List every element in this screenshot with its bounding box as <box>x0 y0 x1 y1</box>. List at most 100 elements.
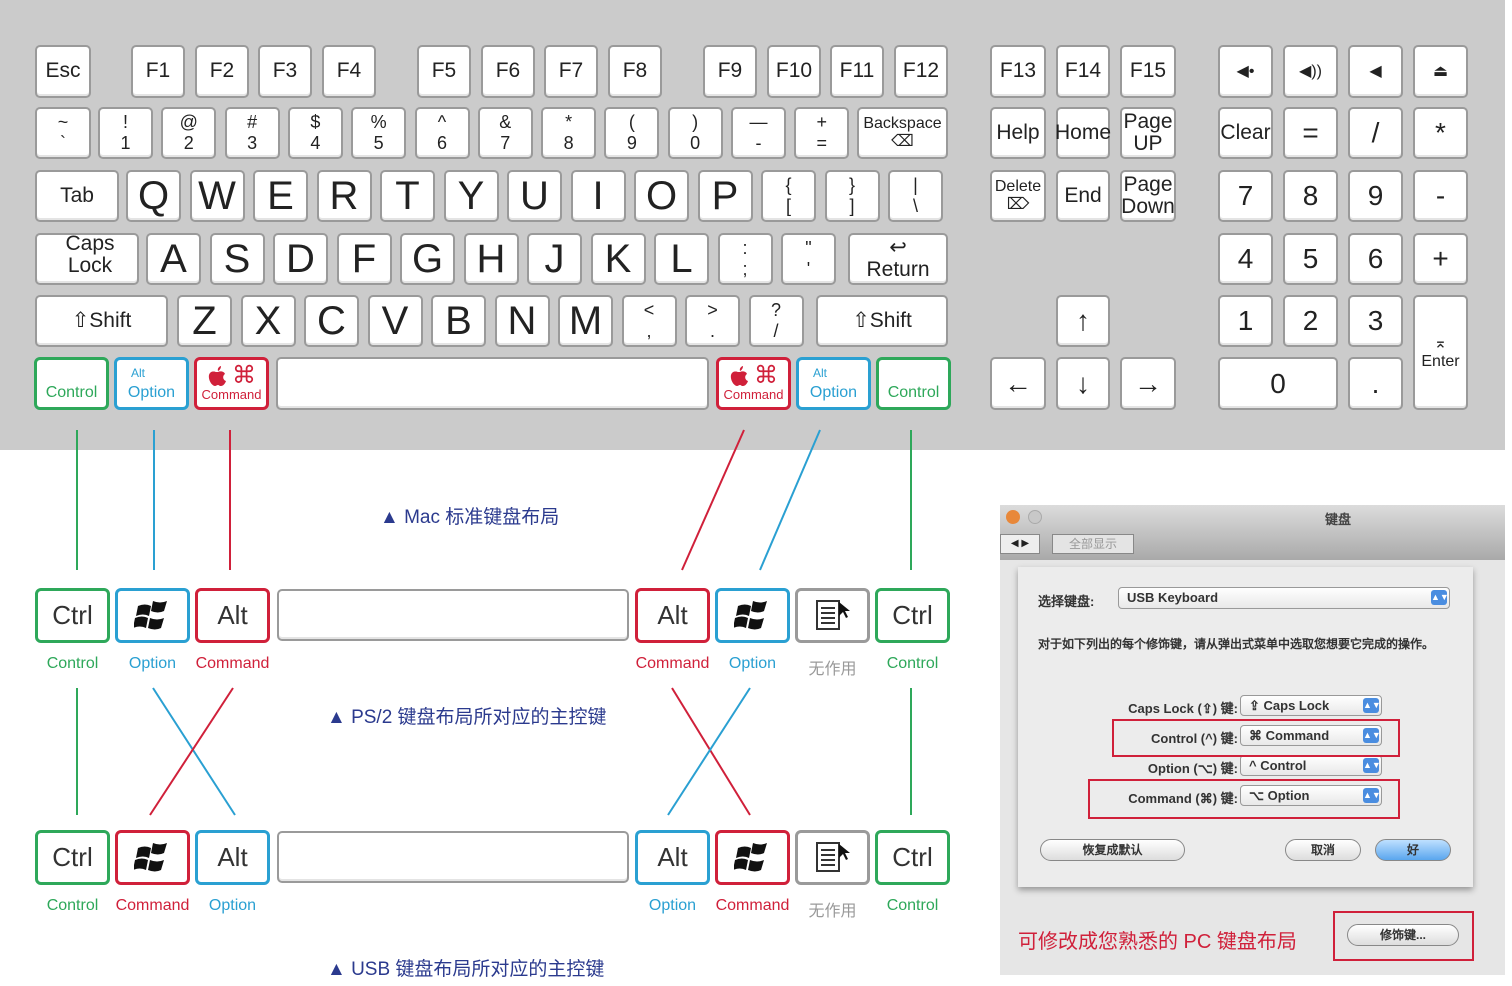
key--[interactable]: ← <box>990 357 1046 410</box>
key-Tab[interactable]: Tab <box>35 170 119 222</box>
key-command-left[interactable]: ⌘Command <box>194 357 269 410</box>
key--[interactable]: ↓ <box>1056 357 1110 410</box>
eject-icon[interactable]: ⏏ <box>1413 45 1468 98</box>
key-Page-Down[interactable]: Page Down <box>1120 170 1176 222</box>
key-V[interactable]: V <box>367 295 423 347</box>
key-F11[interactable]: F11 <box>830 45 884 98</box>
key--3[interactable]: # 3 <box>224 107 280 159</box>
minimize-button[interactable] <box>1028 510 1042 524</box>
key-E[interactable]: E <box>253 170 308 222</box>
modifier-select[interactable]: ⇪ Caps Lock▲▼ <box>1240 695 1382 716</box>
ps2-ctrl-key[interactable]: Ctrl <box>875 588 950 643</box>
key--1[interactable]: ! 1 <box>98 107 153 159</box>
space-bar[interactable] <box>276 357 709 410</box>
key-A[interactable]: A <box>146 233 201 285</box>
key-Q[interactable]: Q <box>126 170 181 222</box>
key--[interactable]: + <box>1413 233 1468 285</box>
key-F9[interactable]: F9 <box>703 45 757 98</box>
key--6[interactable]: ^ 6 <box>414 107 470 159</box>
modifier-select[interactable]: ^ Control▲▼ <box>1240 755 1382 776</box>
key-S[interactable]: S <box>209 233 265 285</box>
key--[interactable]: / <box>1348 107 1403 159</box>
key-3[interactable]: 3 <box>1348 295 1403 347</box>
usb-ctrl-key[interactable]: Ctrl <box>875 830 950 885</box>
key-7[interactable]: 7 <box>1218 170 1273 222</box>
key--[interactable]: = <box>1283 107 1338 159</box>
key-H[interactable]: H <box>463 233 519 285</box>
key-M[interactable]: M <box>558 295 613 347</box>
key--7[interactable]: & 7 <box>477 107 533 159</box>
key--[interactable]: : ; <box>717 233 773 285</box>
show-all-button[interactable]: 全部显示 <box>1052 534 1134 554</box>
key-1[interactable]: 1 <box>1218 295 1273 347</box>
key-Page-UP[interactable]: Page UP <box>1120 107 1176 159</box>
key-F15[interactable]: F15 <box>1120 45 1176 98</box>
key-F13[interactable]: F13 <box>990 45 1046 98</box>
volume-down-icon[interactable]: ◀• <box>1218 45 1273 98</box>
key-F[interactable]: F <box>336 233 392 285</box>
key-F5[interactable]: F5 <box>417 45 471 98</box>
key-F1[interactable]: F1 <box>131 45 185 98</box>
key-B[interactable]: B <box>431 295 486 347</box>
key-O[interactable]: O <box>634 170 689 222</box>
key-F3[interactable]: F3 <box>258 45 312 98</box>
key-Help[interactable]: Help <box>990 107 1046 159</box>
key-0[interactable]: 0 <box>1218 357 1338 410</box>
usb-alt-key[interactable]: Alt <box>635 830 710 885</box>
ps2-alt-key[interactable]: Alt <box>635 588 710 643</box>
usb-alt-key[interactable]: Alt <box>195 830 270 885</box>
key--[interactable]: . <box>1348 357 1403 410</box>
usb-ctrl-key[interactable]: Ctrl <box>35 830 110 885</box>
key--5[interactable]: % 5 <box>351 107 407 159</box>
key-F10[interactable]: F10 <box>767 45 821 98</box>
ps2-ctrl-key[interactable]: Ctrl <box>35 588 110 643</box>
key--9[interactable]: ( 9 <box>604 107 660 159</box>
key-command-right[interactable]: ⌘Command <box>716 357 791 410</box>
key-F7[interactable]: F7 <box>544 45 598 98</box>
key-F6[interactable]: F6 <box>481 45 535 98</box>
key-C[interactable]: C <box>304 295 359 347</box>
key-Backspace-[interactable]: Backspace ⌫ <box>857 107 948 159</box>
key-W[interactable]: W <box>189 170 245 222</box>
key-End[interactable]: End <box>1056 170 1110 222</box>
key-control-right[interactable]: Control <box>876 357 951 410</box>
key-J[interactable]: J <box>527 233 582 285</box>
key-9[interactable]: 9 <box>1348 170 1403 222</box>
ps2-windows-key[interactable] <box>715 588 790 643</box>
key-5[interactable]: 5 <box>1283 233 1338 285</box>
key-P[interactable]: P <box>697 170 753 222</box>
key--Enter[interactable]: ⌅ Enter <box>1413 295 1468 410</box>
key-4[interactable]: 4 <box>1218 233 1273 285</box>
usb-windows-key[interactable] <box>115 830 190 885</box>
key--[interactable]: " ' <box>781 233 836 285</box>
key--[interactable]: * <box>1413 107 1468 159</box>
close-button[interactable] <box>1006 510 1020 524</box>
ps2-windows-key[interactable] <box>115 588 190 643</box>
key-2[interactable]: 2 <box>1283 295 1338 347</box>
key--[interactable]: | \ <box>888 170 943 222</box>
key--[interactable]: ? / <box>748 295 804 347</box>
key-Z[interactable]: Z <box>177 295 232 347</box>
key--[interactable]: — - <box>731 107 786 159</box>
key-L[interactable]: L <box>654 233 709 285</box>
key-R[interactable]: R <box>316 170 372 222</box>
key-F8[interactable]: F8 <box>608 45 662 98</box>
key-D[interactable]: D <box>273 233 328 285</box>
key-Caps-Lock[interactable]: Caps Lock <box>35 232 139 285</box>
key-Esc[interactable]: Esc <box>35 45 91 98</box>
keyboard-select[interactable]: USB Keyboard▲▼ <box>1118 587 1450 609</box>
key-K[interactable]: K <box>590 233 646 285</box>
mute-icon[interactable]: ◀ <box>1348 45 1403 98</box>
key--[interactable]: ↑ <box>1056 295 1110 347</box>
key-T[interactable]: T <box>380 170 435 222</box>
ps2-menu-key[interactable] <box>795 588 870 643</box>
key-8[interactable]: 8 <box>1283 170 1338 222</box>
key--0[interactable]: ) 0 <box>667 107 723 159</box>
volume-up-icon[interactable]: ◀)) <box>1283 45 1338 98</box>
key--[interactable]: + = <box>794 107 850 159</box>
ok-button[interactable]: 好 <box>1375 839 1451 861</box>
key-F12[interactable]: F12 <box>894 45 948 98</box>
key-Clear[interactable]: Clear <box>1218 107 1273 159</box>
ps2-alt-key[interactable]: Alt <box>195 588 270 643</box>
